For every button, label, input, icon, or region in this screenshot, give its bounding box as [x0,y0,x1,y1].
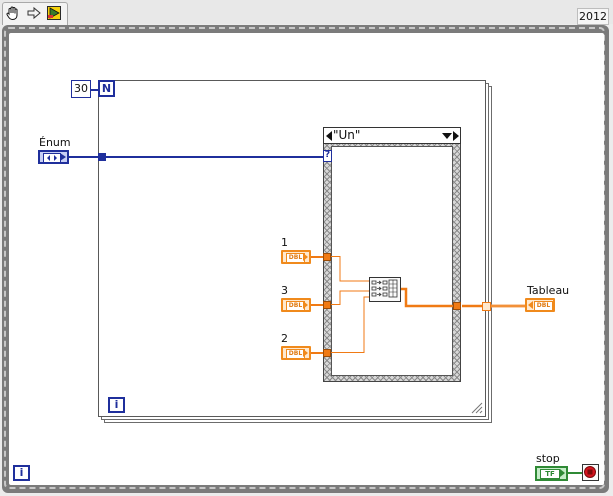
hand-icon[interactable] [5,5,21,21]
case-tunnel-2 [323,349,331,357]
inner-wires [331,256,370,353]
case-selector-label: "Un" [333,128,361,142]
count-terminal[interactable]: N [98,80,115,97]
tableau-label: Tableau [527,284,570,297]
loop-condition-terminal[interactable] [582,464,599,481]
stop-wire [568,472,583,474]
version-label: 2012 [577,8,609,25]
case-structure-body [331,146,453,376]
tableau-indicator[interactable]: DBL [525,298,555,312]
enum-control[interactable] [38,150,69,164]
tf-label: TF [540,469,560,479]
case-selector[interactable]: "Un" [323,127,461,144]
enum-wire-to-selector [106,156,324,158]
case-tunnel-1 [323,253,331,261]
build-array-node[interactable] [369,277,401,302]
stop-label: stop [536,452,560,465]
for-iteration-terminal[interactable]: i [108,397,125,413]
case-prev-icon[interactable] [326,131,332,141]
count-wire [90,89,99,91]
wire-const-1 [311,256,325,258]
array-output-wire [401,287,525,308]
resize-handle-icon[interactable] [471,402,483,414]
enum-icon [43,153,61,163]
enum-wire-in [69,156,100,158]
case-selector-terminal[interactable]: ? [323,150,332,162]
case-next-icon[interactable] [453,131,459,141]
case-tunnel-3 [323,301,331,309]
build-array-icon [371,279,398,298]
case-output-tunnel [453,302,461,310]
stop-icon [584,466,596,478]
dbl-constant-1[interactable]: DBL [281,250,311,264]
wire-const-3 [311,304,325,306]
constant-1-label: 1 [281,236,288,249]
while-iteration-terminal[interactable]: i [13,465,30,481]
loop-count-constant[interactable]: 30 [71,80,91,98]
dbl-type-label: DBL [534,301,553,311]
wire-const-2 [311,352,325,354]
toolbar: 2012 [0,0,613,25]
tool-group [2,2,68,25]
for-loop-indexing-tunnel [482,302,491,311]
enum-tunnel [98,153,106,161]
enum-label: Énum [39,136,71,149]
highlight-bulb-icon[interactable] [46,5,62,21]
constant-2-label: 2 [281,332,288,345]
arrow-right-icon[interactable] [26,5,42,21]
stop-control[interactable]: TF [535,466,568,481]
dbl-constant-2[interactable]: DBL [281,346,311,360]
constant-3-label: 3 [281,284,288,297]
case-dropdown-icon[interactable] [442,133,452,139]
dbl-constant-3[interactable]: DBL [281,298,311,312]
